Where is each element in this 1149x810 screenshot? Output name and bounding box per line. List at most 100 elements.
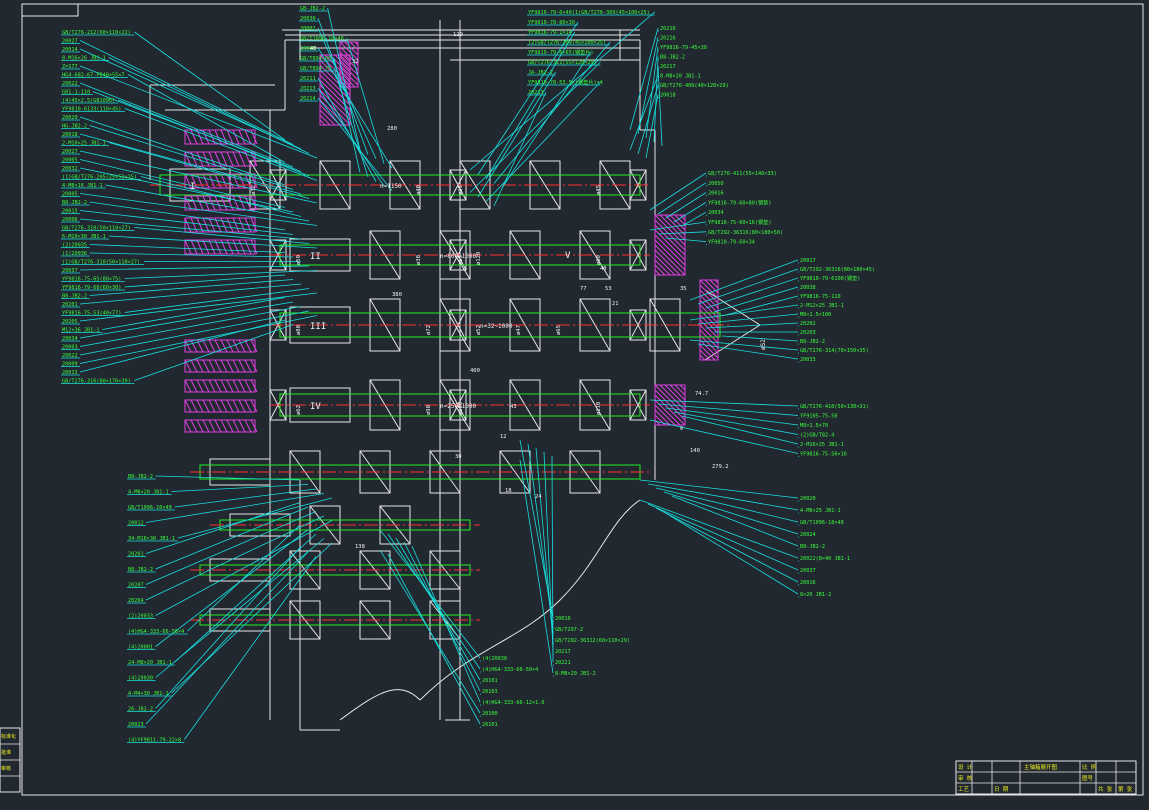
tb-r3c6: 第 张 [1118,785,1133,793]
extra-dim-0: 40 [310,46,317,52]
right2-label-6: GB/T292-36316(80×180×50) [708,230,783,236]
left-label-3: 8-M16×26 JB1-1 [62,56,106,62]
left-label-19: 20005 [62,192,78,198]
right3-label-10: GB/T276-314(70×150×35) [800,348,869,354]
dim-1: ø40 [416,185,422,195]
shaft-roman-1: II [310,252,321,262]
left-label-22: 20006 [62,217,78,223]
bottom-label-5: 20100 [482,711,498,717]
bottom-mid-label-0: 20010 [555,616,571,622]
left-label-35: M12×36 JB1-1 [62,328,99,334]
right2-label-2: 20016 [708,191,724,197]
right4-label-1: YF9105-75-50 [800,414,837,420]
left-label-34: 20205 [62,319,78,325]
dim-9: ø72 [426,325,432,335]
extra-dim-14: 35 [680,286,687,292]
left-label-32: 20201 [62,302,78,308]
extra-dim-7: 12 [500,434,507,440]
left-label-13: 2-M10×25 JB1-1 [62,141,106,147]
top2-label-0: YF9816-79-6×40(1)GB/T276-309(45×100×25) [528,10,650,16]
bottom-mid-label-2: GB/T292-36312(60×110×29) [555,638,630,644]
lower-right-label-5: 20022(8×40 JB1-1 [800,556,850,562]
left-label-31: B8-JB2-2 [62,294,87,300]
left-label-39: 20009 [62,362,78,368]
left-label-12: 20018 [62,132,78,138]
top-label-5: GB/T894-65 [300,56,331,62]
lower-left-label-6: B8-JB2-2 [128,567,153,573]
top-label-6: GB/T894-75 [300,66,331,72]
lower-right-label-2: GB/T1096-18×40 [800,520,844,526]
right3-label-7: 20202 [800,321,816,327]
lower-left-label-11: (4)20001 [128,645,153,651]
shaft-roman-3: IV [310,402,321,412]
left-label-33: YF9816-75-53(40×77) [62,311,121,317]
tb-r1c1: 设 计 [958,763,973,771]
extra-dim-19: 6 [680,426,683,432]
right3-label-4: YF9816-75-110 [800,294,841,300]
tb-r2c5: 图号 [1082,774,1094,782]
lower-left-label-8: 20204 [128,598,144,604]
lower-left-label-0: B8-JB2-2 [128,474,153,480]
bottom-label-3: 20103 [482,689,498,695]
extra-dim-11: 48 [600,266,607,272]
shaft-ratio-2: n=32~1000 [480,323,513,330]
extra-dim-4: 380 [392,292,402,298]
right-vertical-dim: ø52 [760,339,767,350]
top-label-9: 20214 [300,96,316,102]
bottom-mid-label-5: 8-M8×20 JB1-2 [555,671,596,677]
left-label-25: (2)20035 [62,243,87,249]
left-label-14: 20027 [62,149,78,155]
extra-dim-2: 120 [453,32,463,38]
top-label-4: 20029 [300,46,316,52]
side-label-1: 批准 [1,749,11,756]
extra-dim-16: 140 [690,448,700,454]
lower-right-label-1: 4-M8×25 JB1-1 [800,508,841,514]
right-label-4: 20217 [660,64,676,70]
left-label-40: 20013 [62,370,78,376]
top2-label-3: (2)GB/T276-309(45×100×25) [528,40,606,46]
extra-dim-6: 43 [510,404,517,410]
left-label-1: 20027 [62,39,78,45]
dim-14: ø100 [458,402,464,415]
lower-right-label-3: 20024 [800,532,816,538]
dim-5: ø30 [416,255,422,265]
lower-left-label-4: 34-M16×30 JB1-1 [128,536,175,542]
left-label-37: 20003 [62,345,78,351]
leader-lines [61,7,799,743]
left-label-20: B8-JB2-2 [62,200,87,206]
left-label-10: 20020 [62,115,78,121]
bottom-label-0: (4)20030 [482,656,507,662]
shaft-roman-2: III [310,322,326,332]
lower-right-label-7: 20016 [800,580,816,586]
dim-4: ø50 [296,255,302,265]
right4-label-3: (2)GB/T82-4 [800,433,834,439]
right4-label-0: GB/T276-410(50×130×31) [800,404,869,410]
lower-left-label-9: (2)20033 [128,614,153,620]
tb-r3c5: 共 张 [1098,785,1113,793]
lower-left-label-10: (4)HG4-333-66-58×4 [128,629,184,635]
extra-dim-3: 280 [387,126,397,132]
right3-label-6: M8×1.5×100 [800,312,831,318]
top-label-0: GB-JB2-2 [300,6,325,12]
lower-right-label-4: B8-JB2-2 [800,544,825,550]
drawing-frame [21,3,1144,796]
right3-label-0: 20017 [800,258,816,264]
shaft-roman-0: I [190,182,195,192]
extra-dim-1: 32 [352,59,359,65]
top2-label-5: GB/T276-311(55×120×29) [528,60,597,66]
right2-label-4: 20034 [708,210,724,216]
top2-label-1: YF9810-78-80×30 [528,20,575,26]
bottom-label-6: 20101 [482,722,498,728]
right2-label-0: GB/T276-411(55×140×33) [708,171,777,177]
lower-left-label-7: 20207 [128,583,144,589]
left-label-24: 6-M10×30 JB1-1 [62,234,106,240]
top-label-1: 20030 [300,16,316,22]
tb-r3c1: 工艺 [958,786,970,793]
lower-right-label-6: 20037 [800,568,816,574]
dim-2: ø35 [458,185,464,195]
shaft-ratio-1: n=800~1000 [440,253,477,260]
side-label-2: 审核 [1,765,11,772]
lower-left-label-1: 4-M8×20 JB1-1 [128,490,169,496]
